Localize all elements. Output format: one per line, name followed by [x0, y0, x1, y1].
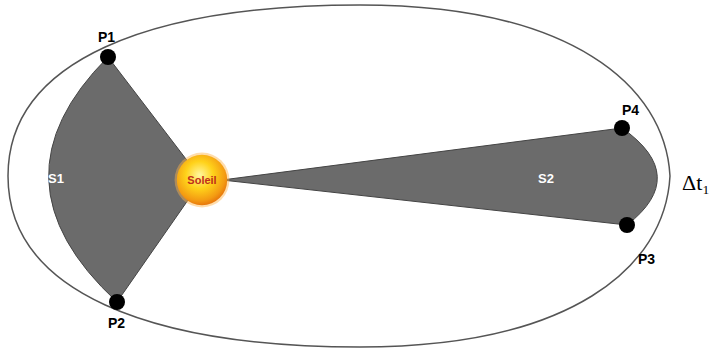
area-sector	[222, 128, 657, 225]
planet-dot	[614, 120, 630, 136]
area-label: S2	[538, 172, 554, 185]
planet-dot	[619, 217, 635, 233]
point-label: P4	[622, 103, 639, 117]
node-text: Soleil	[187, 174, 216, 186]
area-label: S1	[48, 172, 64, 185]
point-label: P1	[98, 30, 115, 44]
planet-dot	[109, 294, 125, 310]
planet-dot	[100, 49, 116, 65]
point-label: P2	[108, 316, 125, 330]
orbit-ellipse	[8, 5, 670, 347]
time-interval-label: Δt₁	[682, 172, 710, 194]
point-label: P3	[638, 252, 655, 266]
sun-circle: Soleil	[174, 152, 230, 208]
